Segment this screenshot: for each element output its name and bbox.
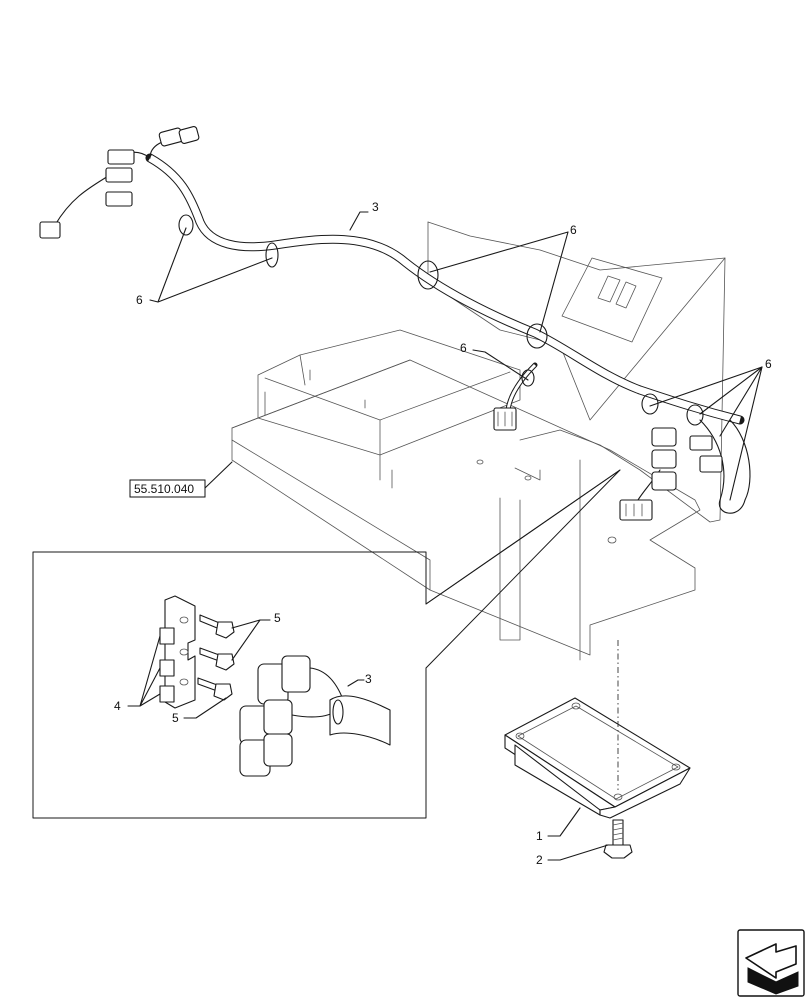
- harness-connector-middle: [493, 407, 517, 431]
- callout-4: 4: [114, 699, 121, 713]
- callout-6-top: 6: [570, 223, 577, 237]
- reference-code[interactable]: 55.510.040: [134, 482, 194, 496]
- callout-3-detail: 3: [365, 672, 372, 686]
- harness-clips: [178, 214, 704, 426]
- callout-6-left: 6: [136, 293, 143, 307]
- mounting-bolt: [603, 819, 633, 859]
- reference-link[interactable]: 55.510.040: [129, 479, 206, 498]
- harness-connector-block-right: [619, 427, 723, 521]
- callout-5-lower: 5: [172, 711, 179, 725]
- detail-screws: [197, 614, 235, 701]
- callout-2: 2: [536, 853, 543, 867]
- callout-6-right: 6: [765, 357, 772, 371]
- callout-3-main: 3: [372, 200, 379, 214]
- electronic-control-unit: [504, 697, 691, 819]
- callout-1: 1: [536, 829, 543, 843]
- callout-leaders: [127, 211, 763, 861]
- mounting-bracket: [159, 595, 196, 709]
- callout-5-upper: 5: [274, 611, 281, 625]
- callout-6-middle: 6: [460, 341, 467, 355]
- main-wiring-harness: [54, 139, 751, 514]
- detail-connectors: [239, 655, 391, 777]
- detail-inset: [32, 469, 621, 819]
- cab-floor-structure: [231, 221, 726, 661]
- harness-connectors-upper-left: [39, 126, 200, 239]
- next-page-arrow-icon[interactable]: [737, 929, 805, 997]
